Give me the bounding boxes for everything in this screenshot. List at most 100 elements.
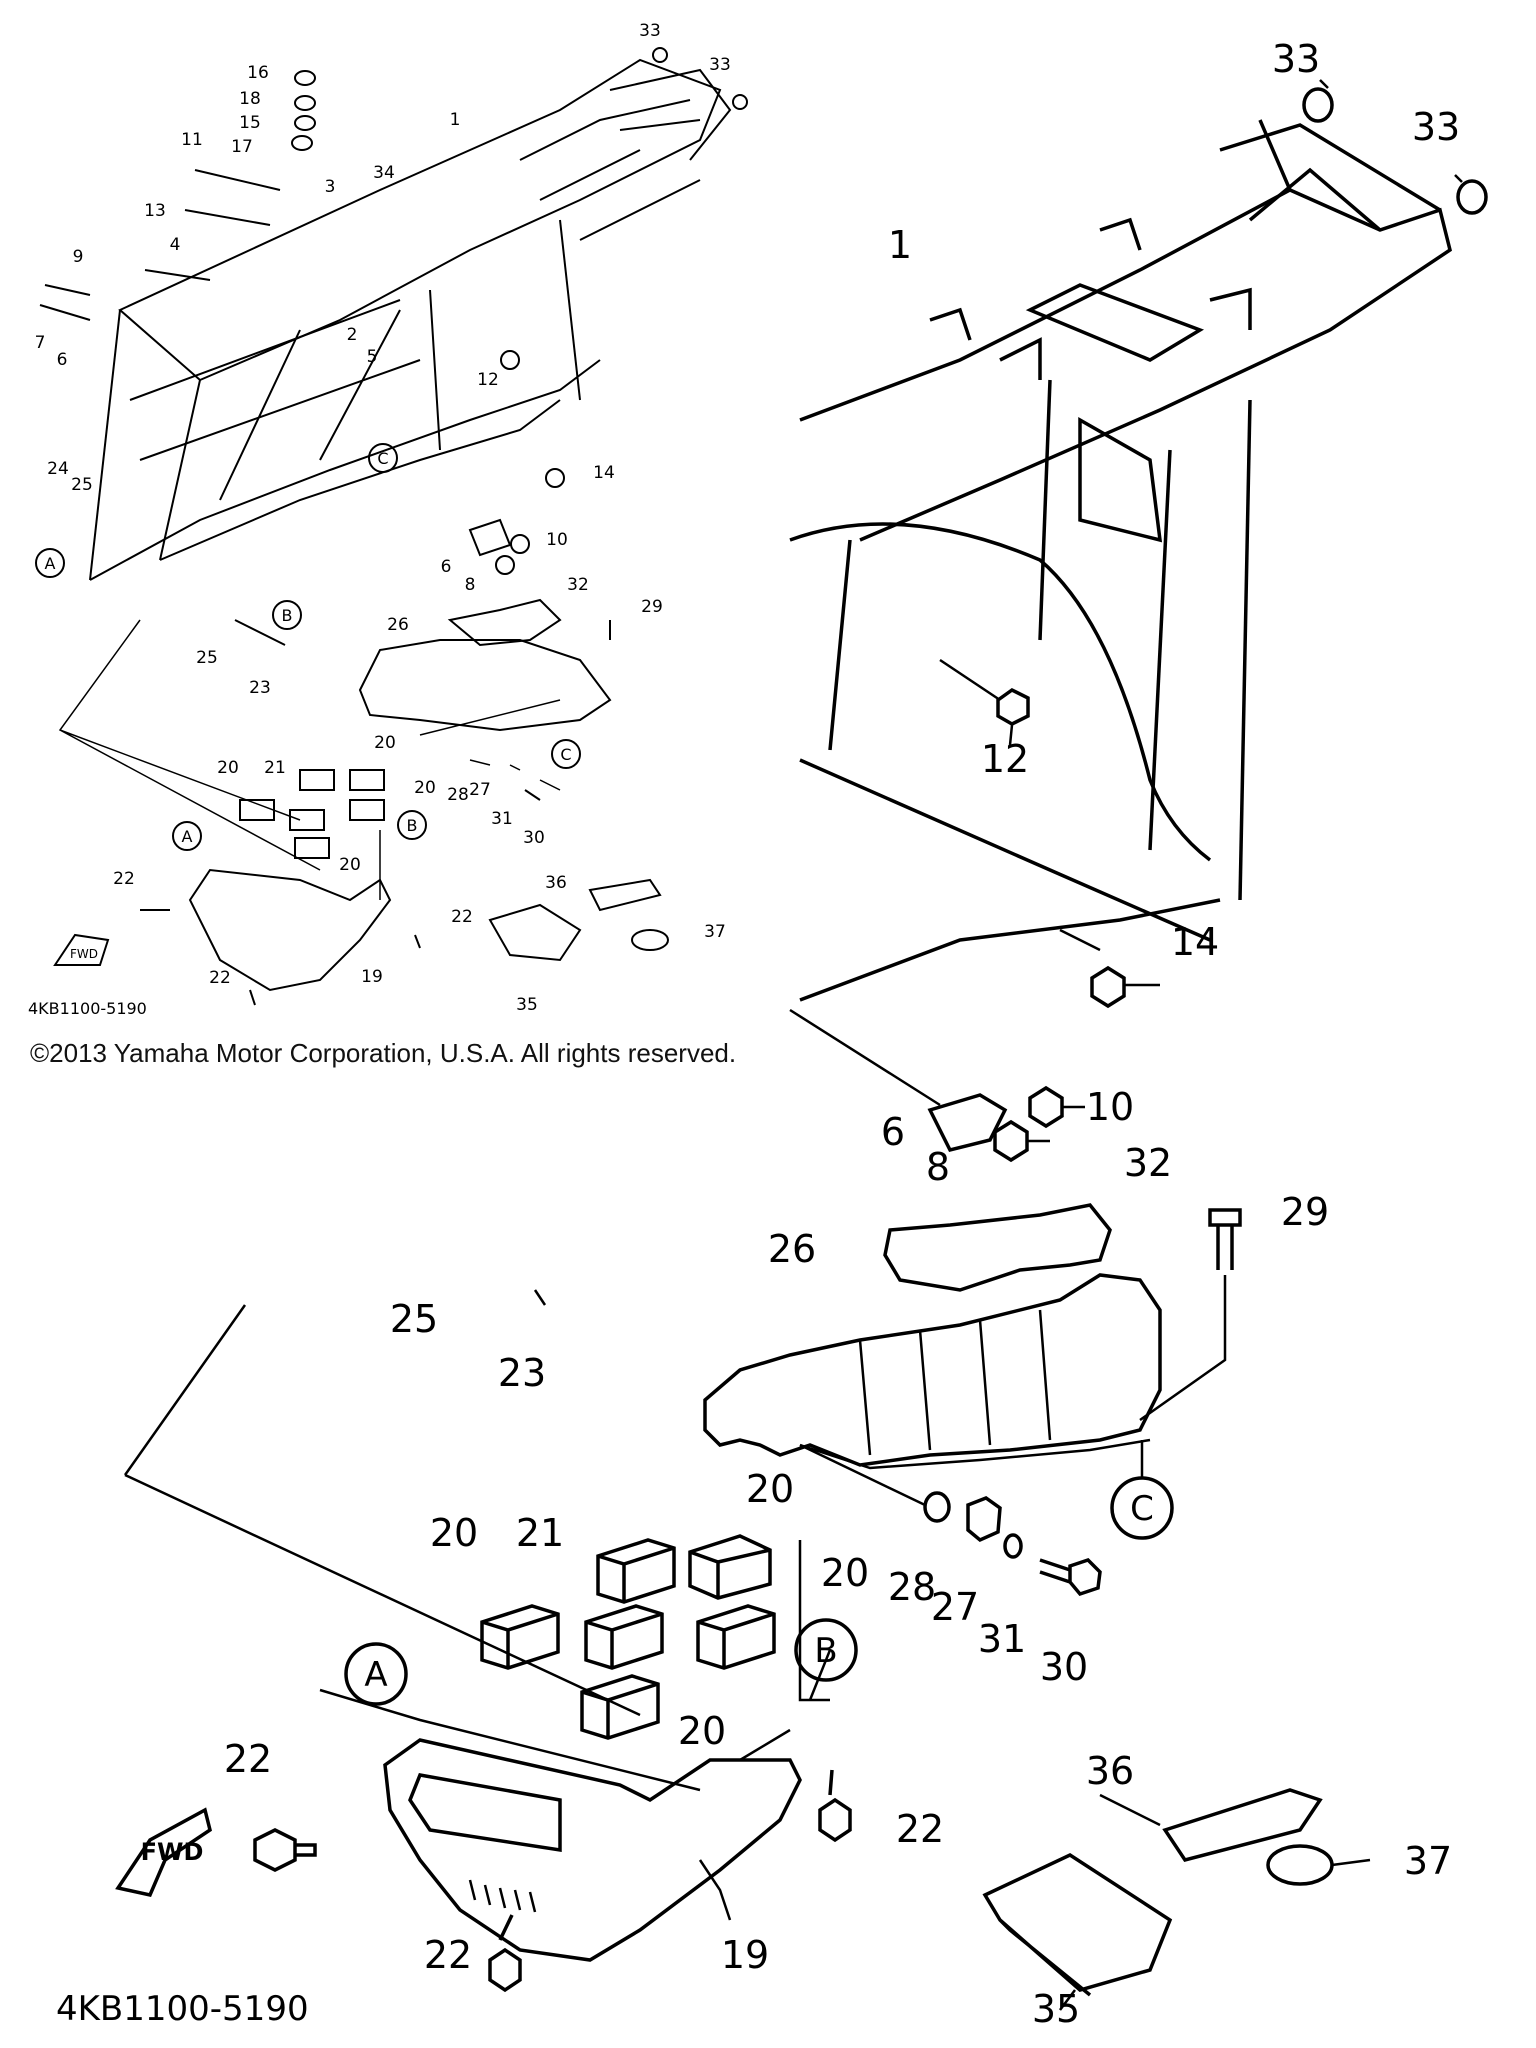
zoom-leader-6 bbox=[789, 1008, 941, 1107]
overview-part-labels: 33 33 16 18 15 17 1 11 3 34 13 4 9 2 7 6… bbox=[28, 21, 731, 1018]
zoom-leader-washers bbox=[799, 1443, 926, 1507]
callout-c-small-2-label: C bbox=[560, 745, 571, 764]
large-label-22b: 22 bbox=[896, 1807, 944, 1851]
large-label-37: 37 bbox=[1404, 1839, 1452, 1883]
heat-shield-pad-small bbox=[447, 598, 562, 647]
block-20-small-1 bbox=[239, 799, 275, 821]
small-label-22b: 22 bbox=[451, 907, 473, 927]
zoom-heat-pad-32 bbox=[883, 1203, 1112, 1292]
frame-top-rail bbox=[118, 58, 722, 382]
frame-side-down-4 bbox=[559, 219, 581, 401]
large-label-22c: 22 bbox=[424, 1933, 472, 1977]
zoom-plate-6 bbox=[927, 1093, 1008, 1153]
small-label-3: 3 bbox=[325, 177, 336, 197]
bolt-9-small bbox=[44, 284, 91, 296]
large-label-20b: 20 bbox=[430, 1511, 478, 1555]
zoom-frame-vertical-3 bbox=[1238, 399, 1252, 901]
small-label-12: 12 bbox=[477, 370, 499, 390]
zoom-tray-35 bbox=[982, 1853, 1173, 1997]
small-label-6b: 6 bbox=[441, 557, 452, 577]
frame-side-down-1 bbox=[89, 309, 121, 581]
frame-plate-6 bbox=[468, 518, 512, 557]
zoom-frame-brackets bbox=[929, 217, 1252, 380]
small-label-22a: 22 bbox=[113, 869, 135, 889]
skid-plate-small bbox=[188, 868, 392, 992]
small-label-15: 15 bbox=[239, 113, 261, 133]
callout-b-small-1 bbox=[272, 600, 302, 630]
zoom-callout-c-label: C bbox=[1130, 1489, 1154, 1529]
callout-b-small-2-label: B bbox=[407, 816, 418, 835]
callout-c-small bbox=[368, 443, 398, 473]
zoom-block-21 bbox=[584, 1604, 664, 1670]
bolt-23-small bbox=[234, 619, 286, 646]
bolt-11-small bbox=[194, 169, 281, 191]
frame-bottom-loop bbox=[159, 399, 561, 561]
zoom-block-20-c bbox=[688, 1534, 772, 1600]
zoom-heat-shield-26 bbox=[703, 1273, 1162, 1467]
nut-33b-small bbox=[732, 94, 748, 110]
large-label-25: 25 bbox=[390, 1297, 438, 1341]
large-label-10: 10 bbox=[1086, 1085, 1134, 1129]
washer-17-small bbox=[291, 135, 313, 151]
small-label-31: 31 bbox=[491, 809, 513, 829]
small-label-20a: 20 bbox=[374, 733, 396, 753]
heat-shield-small bbox=[358, 639, 612, 732]
zoomed-frame-fasteners bbox=[939, 79, 1488, 1163]
zoom-frame-vertical-1 bbox=[1038, 379, 1052, 641]
zoom-leader-lines-lower bbox=[123, 1289, 832, 1921]
small-label-19: 19 bbox=[361, 967, 383, 987]
ring-37-small bbox=[631, 929, 669, 951]
zoom-heat-shield-ribs bbox=[858, 1309, 1052, 1456]
large-label-22a: 22 bbox=[224, 1737, 272, 1781]
nut-8-small bbox=[495, 555, 515, 575]
frame-lower-rail bbox=[89, 359, 601, 581]
large-label-33b: 33 bbox=[1412, 105, 1460, 149]
block-20-small-4 bbox=[349, 799, 385, 821]
small-label-11: 11 bbox=[181, 130, 203, 150]
small-label-30: 30 bbox=[523, 828, 545, 848]
callout-a-small-1 bbox=[35, 548, 65, 578]
small-label-18: 18 bbox=[239, 89, 261, 109]
leader-lines-small bbox=[58, 619, 561, 900]
zoom-nut-33b bbox=[1456, 179, 1488, 215]
block-20-small-5 bbox=[294, 837, 330, 859]
zoom-bolt-22-c bbox=[488, 1914, 522, 1993]
zoom-ring-37 bbox=[1266, 1844, 1334, 1886]
zoom-heat-shield-rim bbox=[799, 1438, 1151, 1470]
small-label-7: 7 bbox=[35, 333, 46, 353]
zoom-block-20-b bbox=[596, 1538, 676, 1604]
small-label-20d: 20 bbox=[339, 855, 361, 875]
zoom-leader-lines bbox=[939, 79, 1463, 1143]
large-label-20d: 20 bbox=[678, 1709, 726, 1753]
zoom-strap-36 bbox=[1162, 1788, 1323, 1863]
small-label-24: 24 bbox=[47, 459, 69, 479]
small-label-22c: 22 bbox=[209, 968, 231, 988]
small-part-code: 4KB1100-5190 bbox=[28, 999, 147, 1018]
large-label-20c: 20 bbox=[821, 1551, 869, 1595]
callout-b-small-1-label: B bbox=[282, 606, 293, 625]
small-label-21: 21 bbox=[264, 758, 286, 778]
large-label-36: 36 bbox=[1086, 1749, 1134, 1793]
zoom-bolt-22-a bbox=[253, 1828, 317, 1872]
large-label-29: 29 bbox=[1281, 1190, 1329, 1234]
large-label-33a: 33 bbox=[1272, 37, 1320, 81]
small-label-9: 9 bbox=[73, 247, 84, 267]
small-label-2: 2 bbox=[347, 325, 358, 345]
callout-a-small-2-label: A bbox=[182, 827, 193, 846]
overview-callout-letters: C A B C A B FWD bbox=[45, 449, 572, 961]
large-label-20a: 20 bbox=[746, 1467, 794, 1511]
small-label-16: 16 bbox=[247, 63, 269, 83]
washer-18-small bbox=[294, 95, 316, 111]
bolt-22-small-3 bbox=[249, 989, 256, 1006]
small-label-14: 14 bbox=[593, 463, 615, 483]
zoom-block-20-a bbox=[480, 1604, 560, 1670]
zoom-part-labels: 33 33 1 12 14 10 6 8 32 29 26 25 23 20 2… bbox=[56, 37, 1460, 2031]
callout-a-small-1-label: A bbox=[45, 554, 56, 573]
small-label-32: 32 bbox=[567, 575, 589, 595]
fwd-arrow-small bbox=[53, 933, 110, 966]
frame-upper-cross bbox=[519, 99, 701, 241]
bolt-4-small bbox=[144, 269, 211, 281]
zoomed-lower-parts bbox=[115, 1203, 1371, 2011]
zoom-frame-rear-rails bbox=[1219, 119, 1441, 232]
zoom-washer-31 bbox=[1003, 1533, 1023, 1559]
